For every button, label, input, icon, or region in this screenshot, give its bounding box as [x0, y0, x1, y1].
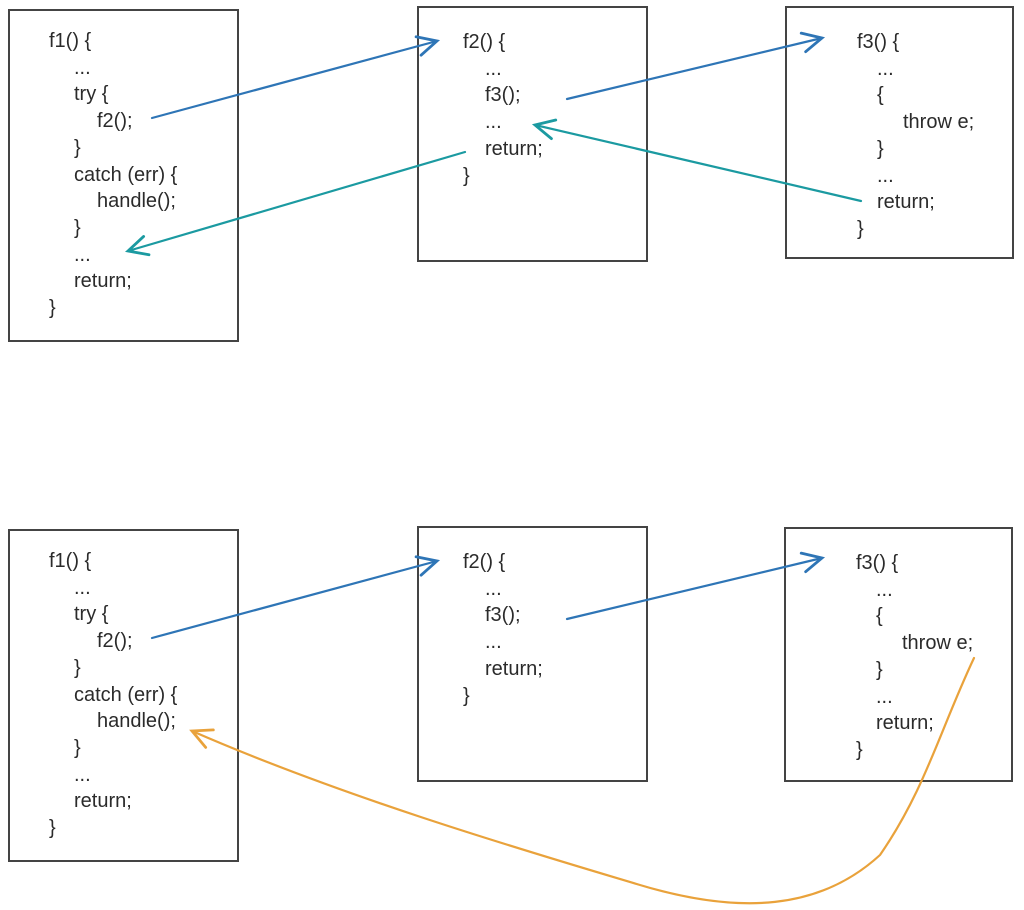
- code-line: {: [876, 605, 883, 628]
- code-line: }: [49, 817, 56, 840]
- code-line: }: [857, 217, 864, 240]
- code-line: }: [463, 684, 470, 707]
- code-line: ...: [485, 57, 502, 80]
- code-line: }: [74, 656, 81, 679]
- code-line: f3();: [485, 604, 521, 627]
- code-line: f3() {: [857, 31, 900, 53]
- code-line: ...: [877, 57, 894, 80]
- code-line: ...: [485, 111, 502, 134]
- code-line: }: [856, 738, 863, 761]
- code-line: ...: [485, 577, 502, 600]
- code-line: ...: [876, 578, 893, 601]
- code-line: f2();: [97, 110, 133, 133]
- code-line: ...: [74, 576, 91, 599]
- code-line: f3();: [485, 84, 521, 107]
- code-line: return;: [485, 137, 543, 160]
- code-line: ...: [74, 763, 91, 786]
- code-line: ...: [74, 243, 91, 266]
- code-line: ...: [877, 164, 894, 187]
- top-f1-code-box: f1() {... try { f2();} catch (err) { handle(…: [8, 9, 239, 342]
- code-line: try {: [74, 83, 109, 106]
- code-line: }: [876, 658, 883, 681]
- bottom-f3-code-box: f3() {... { throw e;}... return;}: [784, 527, 1013, 782]
- code-line: {: [877, 84, 884, 107]
- code-line: catch (err) {: [74, 163, 178, 186]
- bottom-f2-code-box: f2() {... f3();... return;}: [417, 526, 648, 782]
- top-f2-code-box: f2() {... f3();... return;}: [417, 6, 648, 262]
- code-line: }: [74, 216, 81, 239]
- code-line: ...: [74, 56, 91, 79]
- code-line: f1() {: [49, 550, 92, 572]
- code-line: ...: [876, 685, 893, 708]
- code-line: f2();: [97, 630, 133, 653]
- code-line: return;: [876, 712, 934, 735]
- code-line: return;: [485, 657, 543, 680]
- code-line: f2() {: [463, 551, 506, 573]
- code-line: }: [877, 137, 884, 160]
- code-line: ...: [485, 631, 502, 654]
- code-line: f2() {: [463, 31, 506, 53]
- code-line: try {: [74, 603, 109, 626]
- bottom-f1-code-box: f1() {... try { f2();} catch (err) { handle(…: [8, 529, 239, 862]
- code-line: f3() {: [856, 552, 899, 574]
- code-line: handle();: [97, 190, 176, 213]
- code-line: throw e;: [902, 632, 974, 655]
- top-f3-code-box: f3() {... { throw e;}... return;}: [785, 6, 1014, 259]
- code-line: throw e;: [903, 111, 975, 134]
- code-line: return;: [74, 790, 132, 813]
- code-line: }: [74, 736, 81, 759]
- code-line: catch (err) {: [74, 683, 178, 706]
- code-line: }: [74, 136, 81, 159]
- code-line: }: [49, 297, 56, 320]
- code-line: f1() {: [49, 30, 92, 52]
- code-line: return;: [74, 270, 132, 293]
- code-line: return;: [877, 191, 935, 214]
- code-line: }: [463, 164, 470, 187]
- code-line: handle();: [97, 710, 176, 733]
